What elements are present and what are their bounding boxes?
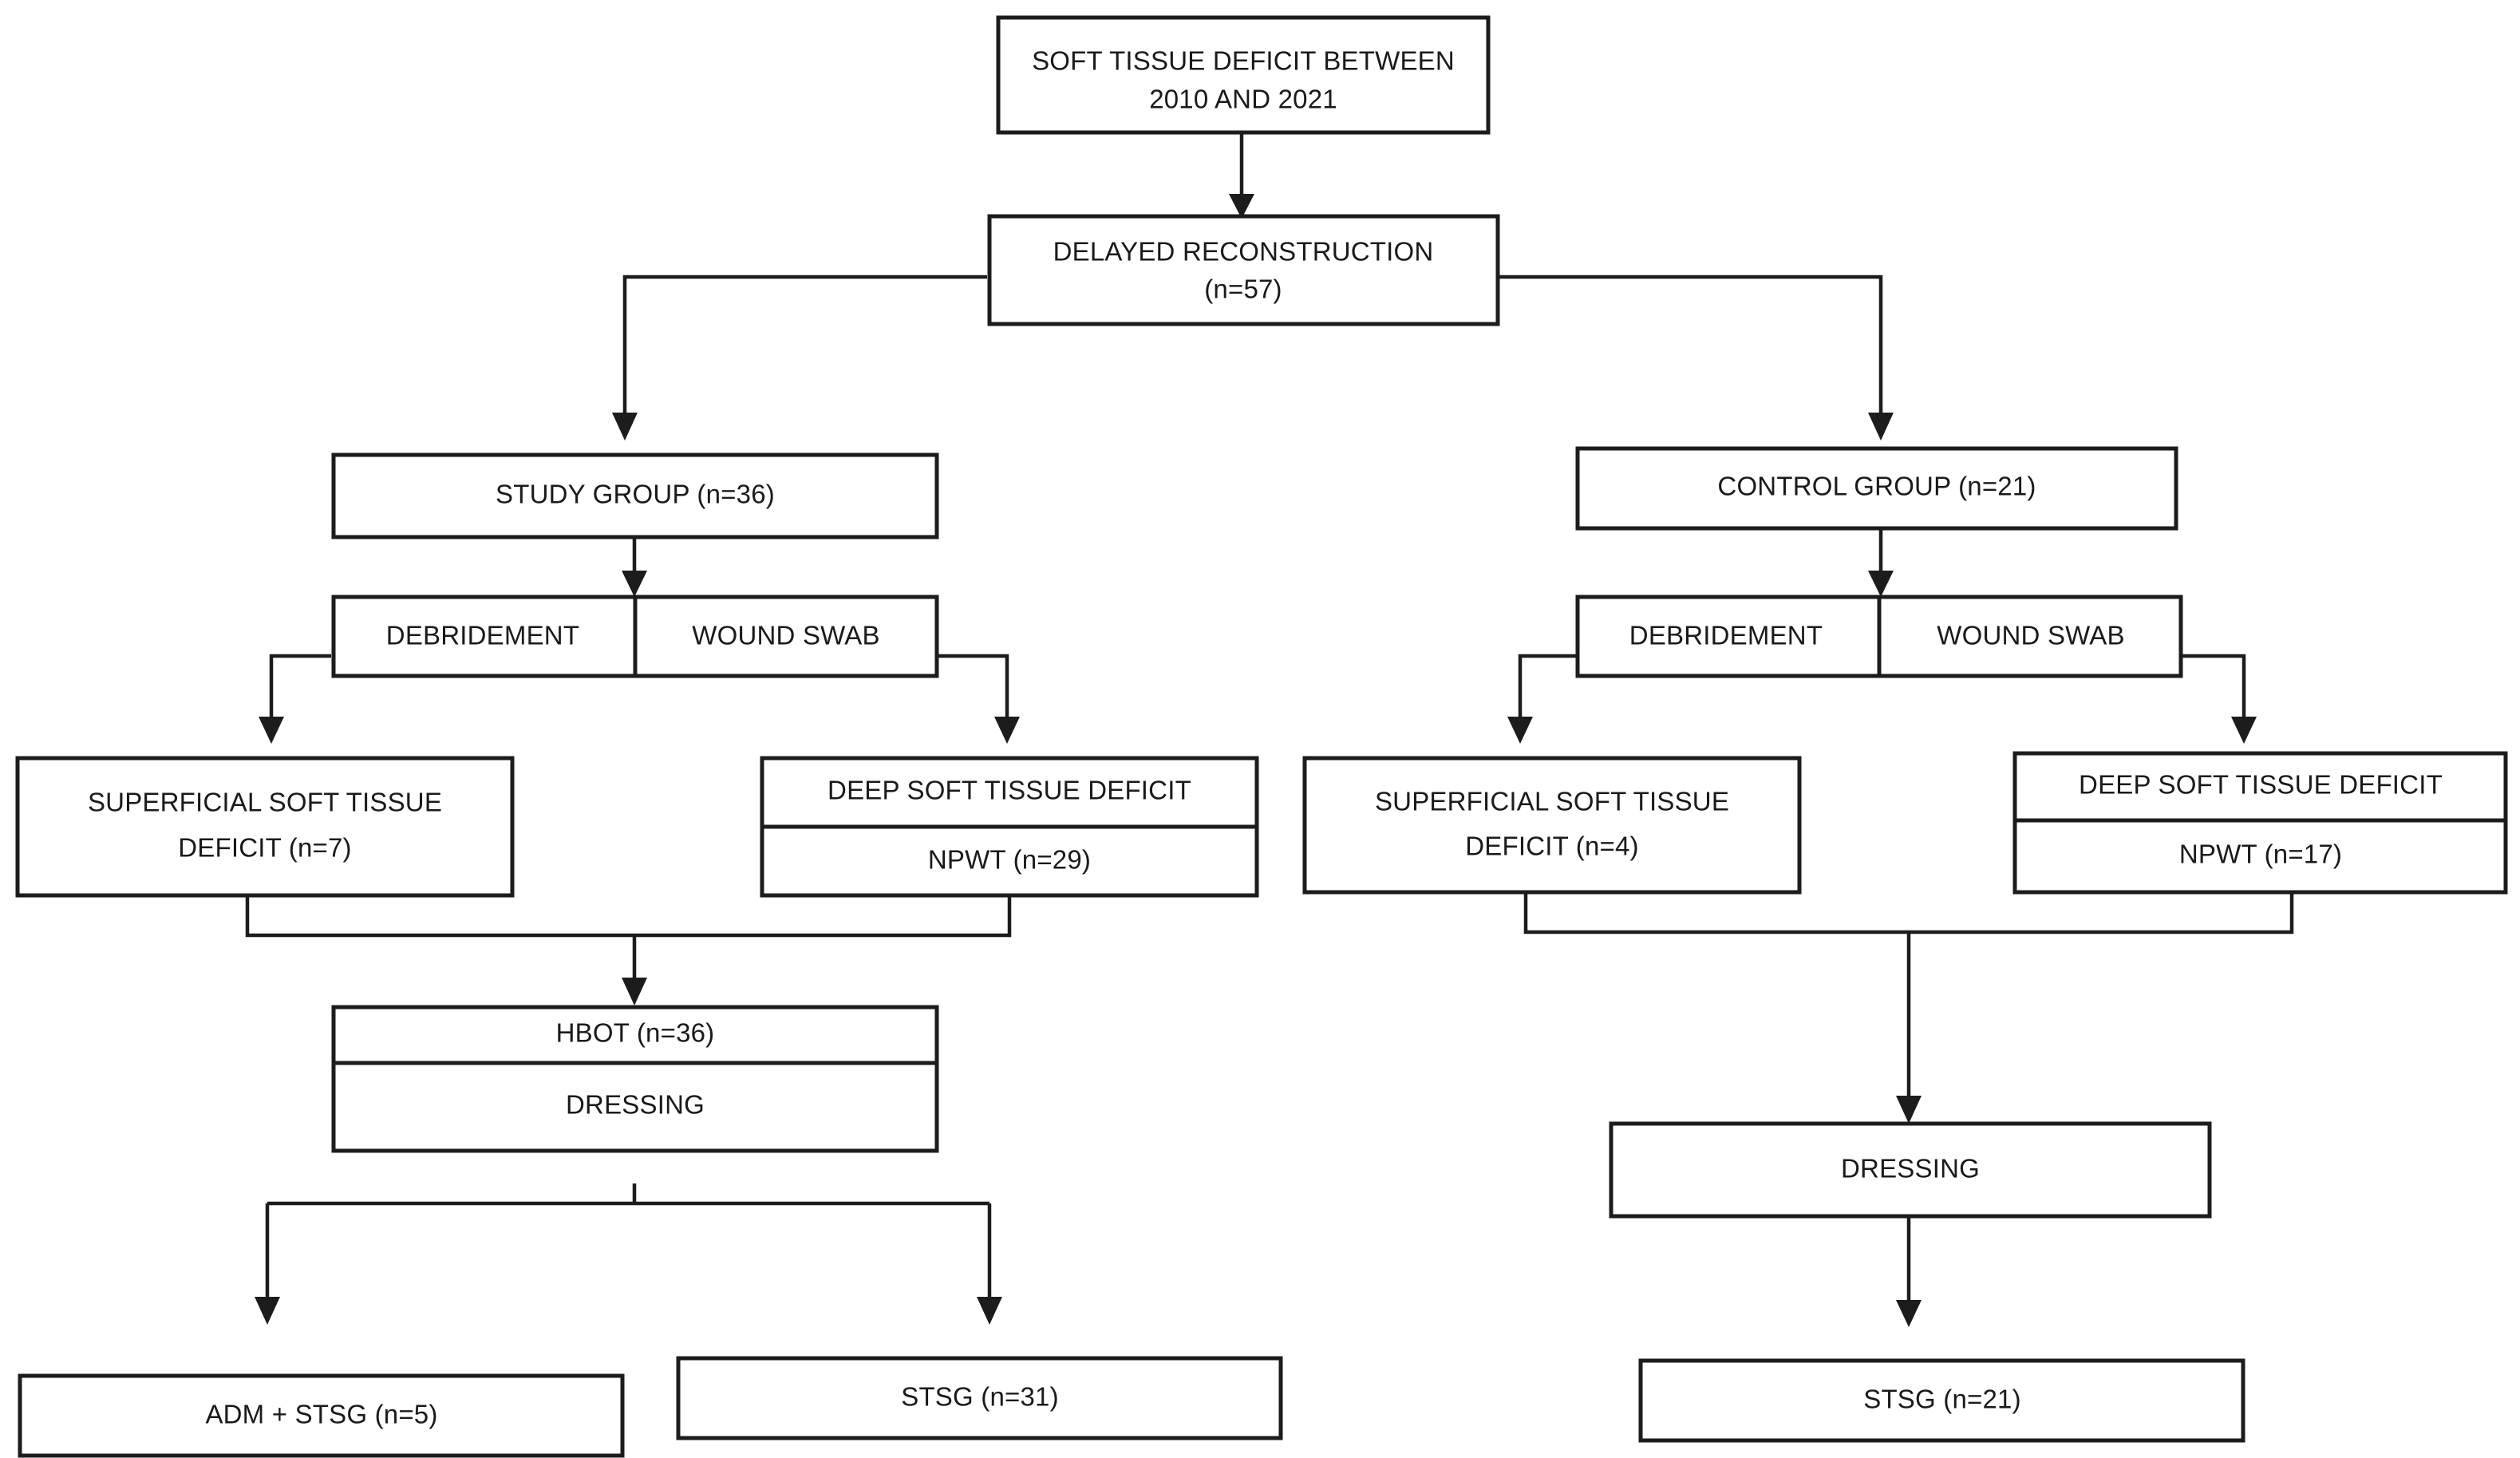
node-control-debridement-label: DEBRIDEMENT — [1629, 621, 1823, 650]
arrowhead-hbot-to-adm-stsg — [255, 1297, 280, 1325]
node-delayed-line1: DELAYED RECONSTRUCTION — [1053, 237, 1434, 267]
arrowhead-root-to-delayed — [1229, 194, 1254, 219]
arrowhead-delayed-to-control — [1868, 413, 1894, 441]
node-control-deep-deficit[interactable]: DEEP SOFT TISSUE DEFICIT NPWT (n=17) — [2012, 751, 2508, 895]
node-delayed-reconstruction[interactable]: DELAYED RECONSTRUCTION (n=57) — [987, 214, 1500, 326]
node-control-group[interactable]: CONTROL GROUP (n=21) — [1575, 446, 2178, 531]
connector-control-debridement-to-superficial — [1518, 654, 1578, 722]
node-study-wound-swab-label: WOUND SWAB — [692, 621, 879, 650]
connector-delayed-to-control — [1496, 275, 1883, 418]
node-control-wound-swab-label: WOUND SWAB — [1937, 621, 2124, 650]
node-study-stsg[interactable]: STSG (n=31) — [676, 1356, 1283, 1440]
connector-control-debridement-to-deep — [2182, 654, 2246, 722]
node-root[interactable]: SOFT TISSUE DEFICIT BETWEEN 2010 AND 202… — [996, 15, 1491, 135]
connector-study-merge-to-hbot — [245, 895, 1012, 938]
node-control-dressing[interactable]: DRESSING — [1609, 1121, 2212, 1219]
node-study-hbot-dressing[interactable]: HBOT (n=36) DRESSING — [331, 1005, 939, 1153]
node-control-deep-line2: NPWT (n=17) — [2179, 840, 2342, 869]
node-control-dressing-label: DRESSING — [1841, 1154, 1980, 1183]
connector-delayed-to-study — [622, 275, 987, 418]
node-study-group-label: STUDY GROUP (n=36) — [496, 480, 775, 509]
arrowhead-study-to-debridement — [622, 571, 647, 597]
node-delayed-line2: (n=57) — [1204, 275, 1282, 304]
connector-control-merge-to-dressing — [1523, 892, 2294, 934]
node-study-superficial-line2: DEFICIT (n=7) — [178, 833, 351, 863]
connector-layer — [245, 132, 2294, 1327]
node-study-debridement-wound-swab[interactable]: DEBRIDEMENT WOUND SWAB — [331, 595, 939, 678]
node-control-superficial-line1: SUPERFICIAL SOFT TISSUE — [1375, 787, 1729, 816]
connector-study-debridement-to-deep — [938, 654, 1009, 722]
node-study-hbot-label: HBOT (n=36) — [556, 1018, 715, 1048]
node-study-adm-stsg[interactable]: ADM + STSG (n=5) — [18, 1373, 625, 1458]
arrowhead-delayed-to-study — [612, 413, 638, 441]
node-study-group[interactable]: STUDY GROUP (n=36) — [331, 452, 939, 539]
node-control-deep-line1: DEEP SOFT TISSUE DEFICIT — [2079, 770, 2443, 800]
arrowhead-hbot-to-stsg — [977, 1297, 1002, 1325]
arrowhead-study-debridement-to-deep — [994, 717, 1020, 744]
arrowhead-control-debridement-to-deep — [2231, 717, 2257, 744]
node-control-stsg[interactable]: STSG (n=21) — [1638, 1358, 2245, 1443]
node-study-debridement-label: DEBRIDEMENT — [386, 621, 579, 650]
node-control-debridement-wound-swab[interactable]: DEBRIDEMENT WOUND SWAB — [1575, 595, 2183, 678]
node-study-superficial-deficit[interactable]: SUPERFICIAL SOFT TISSUE DEFICIT (n=7) — [15, 756, 515, 898]
node-control-superficial-line2: DEFICIT (n=4) — [1465, 832, 1638, 861]
arrowhead-dressing-to-stsg — [1896, 1300, 1922, 1327]
node-control-group-label: CONTROL GROUP (n=21) — [1717, 472, 2036, 501]
node-study-superficial-line1: SUPERFICIAL SOFT TISSUE — [88, 788, 442, 817]
node-root-line1: SOFT TISSUE DEFICIT BETWEEN — [1032, 46, 1455, 76]
arrowhead-study-merge-to-hbot — [622, 978, 647, 1006]
arrowhead-control-debridement-to-superficial — [1507, 717, 1533, 744]
connector-study-debridement-to-superficial — [269, 654, 331, 722]
node-root-line2: 2010 AND 2021 — [1149, 85, 1337, 114]
arrowhead-control-to-debridement — [1868, 571, 1894, 597]
node-study-dressing-label: DRESSING — [566, 1090, 705, 1120]
node-study-adm-stsg-label: ADM + STSG (n=5) — [205, 1400, 437, 1429]
node-control-superficial-deficit[interactable]: SUPERFICIAL SOFT TISSUE DEFICIT (n=4) — [1302, 756, 1802, 895]
arrowhead-control-merge-to-dressing — [1896, 1096, 1922, 1124]
node-study-deep-deficit[interactable]: DEEP SOFT TISSUE DEFICIT NPWT (n=29) — [760, 756, 1259, 898]
node-study-deep-line1: DEEP SOFT TISSUE DEFICIT — [827, 776, 1191, 805]
arrowhead-study-debridement-to-superficial — [259, 717, 284, 744]
node-study-deep-line2: NPWT (n=29) — [928, 845, 1091, 875]
node-study-stsg-label: STSG (n=31) — [901, 1382, 1059, 1412]
node-control-stsg-label: STSG (n=21) — [1863, 1385, 2021, 1414]
